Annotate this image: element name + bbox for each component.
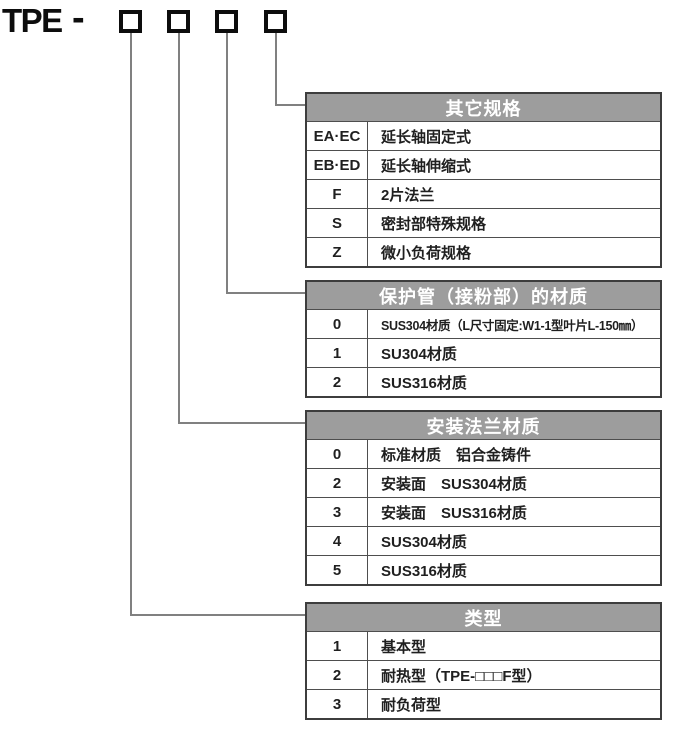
table-protection-tube-material: 保护管（接粉部）的材质 0 SUS304材质（L尺寸固定:W1-1型叶片L-150… [305, 280, 662, 398]
digit-placeholder-1 [119, 10, 142, 33]
desc-cell: 微小负荷规格 [381, 244, 472, 262]
code-cell: 2 [307, 469, 368, 497]
desc-cell: SUS316材质 [381, 562, 467, 580]
table-row: 1 基本型 [307, 631, 660, 660]
code-cell: F [307, 180, 368, 208]
desc-cell: SUS316材质 [381, 374, 467, 392]
table-type: 类型 1 基本型 2 耐热型（TPE-□□□F型） 3 耐负荷型 [305, 602, 662, 720]
table-body: EA·EC 延长轴固定式 EB·ED 延长轴伸缩式 F 2片法兰 S 密封部特殊规格 Z 微小负荷… [307, 121, 660, 266]
desc-cell: SU304材质 [381, 345, 457, 363]
table-header: 安装法兰材质 [307, 412, 660, 439]
table-row: 2 耐热型（TPE-□□□F型） [307, 660, 660, 689]
desc-cell: 密封部特殊规格 [381, 215, 487, 233]
desc-cell: 延长轴固定式 [381, 128, 472, 146]
table-row: EB·ED 延长轴伸缩式 [307, 150, 660, 179]
desc-cell: 耐热型（TPE-□□□F型） [381, 667, 542, 685]
code-cell: 1 [307, 339, 368, 367]
desc-cell: SUS304材质 [381, 533, 467, 551]
separator-dash: - [72, 0, 85, 39]
code-cell: 5 [307, 556, 368, 584]
code-cell: EA·EC [307, 122, 368, 150]
digit-placeholder-4 [264, 10, 287, 33]
code-cell: S [307, 209, 368, 237]
connector-line-digit2 [178, 33, 305, 424]
code-cell: 0 [307, 310, 368, 338]
desc-cell: 2片法兰 [381, 186, 435, 204]
code-cell: 3 [307, 498, 368, 526]
table-mounting-flange-material: 安装法兰材质 0 标准材质 铝合金铸件 2 安装面 SUS304材质 3 安装面 SUS3… [305, 410, 662, 586]
desc-cell: 安装面 SUS304材质 [381, 475, 527, 493]
model-prefix: TPE [2, 2, 63, 39]
connector-line-digit4 [275, 33, 305, 106]
table-row: S 密封部特殊规格 [307, 208, 660, 237]
code-cell: 2 [307, 661, 368, 689]
table-row: Z 微小负荷规格 [307, 237, 660, 266]
code-cell: EB·ED [307, 151, 368, 179]
digit-placeholder-3 [215, 10, 238, 33]
table-header: 其它规格 [307, 94, 660, 121]
connector-line-digit1 [130, 33, 305, 616]
table-other-specs: 其它规格 EA·EC 延长轴固定式 EB·ED 延长轴伸缩式 F 2片法兰 S 密封部特殊规格… [305, 92, 662, 268]
desc-cell: 安装面 SUS316材质 [381, 504, 527, 522]
table-row: 3 安装面 SUS316材质 [307, 497, 660, 526]
table-row: 5 SUS316材质 [307, 555, 660, 584]
table-row: 2 安装面 SUS304材质 [307, 468, 660, 497]
desc-cell: 标准材质 铝合金铸件 [381, 446, 532, 464]
table-row: 0 SUS304材质（L尺寸固定:W1-1型叶片L-150㎜） [307, 309, 660, 338]
desc-cell: 耐负荷型 [381, 696, 442, 714]
connector-line-digit3 [226, 33, 305, 294]
code-cell: Z [307, 238, 368, 266]
code-cell: 0 [307, 440, 368, 468]
code-cell: 3 [307, 690, 368, 718]
table-row: 1 SU304材质 [307, 338, 660, 367]
table-row: 4 SUS304材质 [307, 526, 660, 555]
table-body: 1 基本型 2 耐热型（TPE-□□□F型） 3 耐负荷型 [307, 631, 660, 718]
desc-cell: 基本型 [381, 638, 427, 656]
desc-cell: 延长轴伸缩式 [381, 157, 472, 175]
table-row: EA·EC 延长轴固定式 [307, 121, 660, 150]
table-row: 2 SUS316材质 [307, 367, 660, 396]
desc-cell: SUS304材质（L尺寸固定:W1-1型叶片L-150㎜） [381, 318, 644, 333]
digit-placeholder-2 [167, 10, 190, 33]
table-header: 保护管（接粉部）的材质 [307, 282, 660, 309]
table-row: 3 耐负荷型 [307, 689, 660, 718]
table-row: 0 标准材质 铝合金铸件 [307, 439, 660, 468]
code-cell: 2 [307, 368, 368, 396]
code-cell: 4 [307, 527, 368, 555]
table-header: 类型 [307, 604, 660, 631]
table-row: F 2片法兰 [307, 179, 660, 208]
code-cell: 1 [307, 632, 368, 660]
